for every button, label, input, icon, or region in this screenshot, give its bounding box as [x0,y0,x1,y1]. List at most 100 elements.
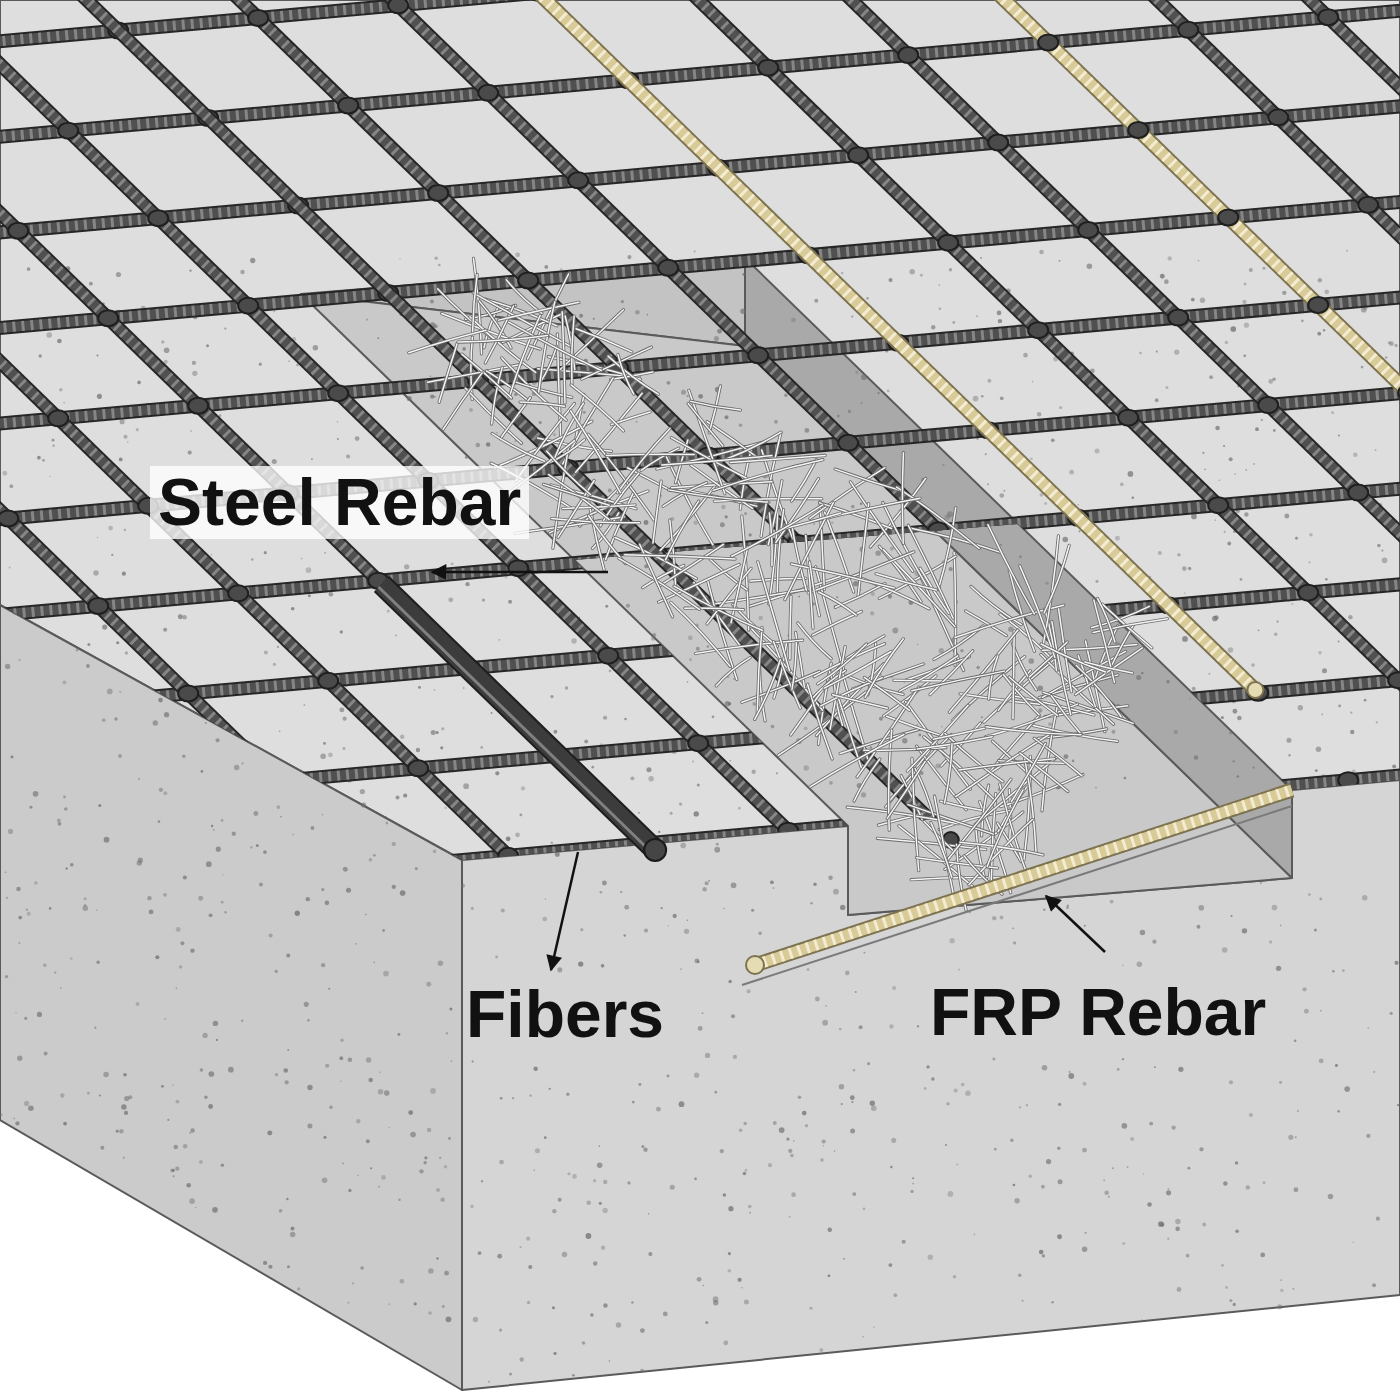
fiber [944,743,952,803]
steel-rebar [0,460,1400,910]
concrete-pore [663,1312,668,1317]
concrete-pore [609,1360,611,1362]
concrete-pore [1045,582,1049,586]
concrete-pore [553,730,557,734]
wire-tie [1338,772,1358,788]
concrete-pore [515,832,520,837]
fiber [571,385,623,431]
concrete-pore [992,1058,995,1061]
concrete-pore [1294,1039,1297,1042]
concrete-pore [471,907,474,910]
concrete-pore [440,746,443,749]
concrete-pore [501,908,505,912]
steel-rebar [0,0,724,1066]
concrete-pore [6,897,8,899]
concrete-pore [33,791,39,797]
concrete-pore [1295,1136,1297,1138]
concrete-pore [5,975,8,978]
concrete-pore [626,604,630,608]
concrete-pore [786,1137,789,1140]
wire-tie [1268,109,1288,125]
concrete-pore [1064,754,1069,759]
concrete-pore [328,988,330,990]
concrete-pore [1200,298,1205,303]
concrete-pore [636,421,638,423]
concrete-pore [436,1188,440,1192]
fiber [1020,753,1068,791]
concrete-pore [680,843,686,849]
fiber [509,315,540,398]
concrete-pore [853,1069,855,1071]
concrete-pore [941,726,942,727]
concrete-pore [853,581,858,586]
concrete-pore [241,1019,243,1021]
concrete-pore [123,435,127,439]
concrete-pore [190,1128,194,1132]
concrete-pore [831,521,834,524]
concrete-pore [1069,470,1074,475]
concrete-pore [1373,1071,1375,1073]
concrete-pore [741,1287,743,1289]
steel-rebar [0,723,1400,1173]
concrete-pore [790,1154,794,1158]
concrete-pore [463,783,469,789]
concrete-pore [322,814,324,816]
concrete-pore [820,1158,823,1161]
concrete-pore [1277,1304,1282,1309]
wire-tie [728,923,748,939]
wire-tie [848,147,868,163]
wire-tie [168,973,188,989]
concrete-pore [1010,1139,1013,1142]
concrete-pore [1018,1273,1022,1277]
concrete-pore [163,791,167,795]
concrete-pore [924,1087,927,1090]
concrete-pore [917,1025,919,1027]
concrete-pore [1229,1080,1233,1084]
concrete-pore [1122,1242,1125,1245]
concrete-pore [739,424,743,428]
concrete-pore [586,1201,590,1205]
concrete-pore [164,712,169,717]
concrete-pore [1376,721,1378,723]
concrete-pore [1072,760,1075,763]
concrete-pore [1177,553,1180,556]
concrete-pore [127,441,128,442]
concrete-pore [1224,531,1226,533]
concrete-pore [277,646,279,648]
concrete-pore [93,570,98,575]
concrete-pore [1342,969,1345,972]
concrete-pore [965,1091,970,1096]
concrete-pore [1367,1027,1369,1029]
concrete-pore [557,967,562,972]
concrete-pore [426,982,431,987]
concrete-pore [1242,300,1246,304]
fiber [589,516,626,564]
concrete-pore [1249,1113,1253,1117]
concrete-pore [752,702,756,706]
concrete-pore [1244,512,1248,516]
concrete-pore [892,628,898,634]
concrete-pore [378,1089,384,1095]
concrete-pore [1392,765,1396,769]
concrete-pore [164,347,170,353]
concrete-pore [644,928,648,932]
fiber [911,528,1001,552]
concrete-pore [170,1169,174,1173]
concrete-pore [286,954,290,958]
concrete-pore [558,1198,562,1202]
concrete-pore [1350,712,1352,714]
concrete-pore [1209,375,1213,379]
fiber [808,684,833,759]
fiber [1044,545,1069,613]
concrete-pore [1308,893,1311,896]
concrete-pore [337,438,339,440]
concrete-pore [337,421,339,423]
concrete-pore [684,929,689,934]
concrete-pore [301,558,303,560]
steel-rebar [604,0,1400,915]
concrete-pore [27,267,31,271]
concrete-pore [519,1246,521,1248]
fiber [987,790,1023,866]
concrete-pore [600,891,603,894]
concrete-pore [565,686,568,689]
